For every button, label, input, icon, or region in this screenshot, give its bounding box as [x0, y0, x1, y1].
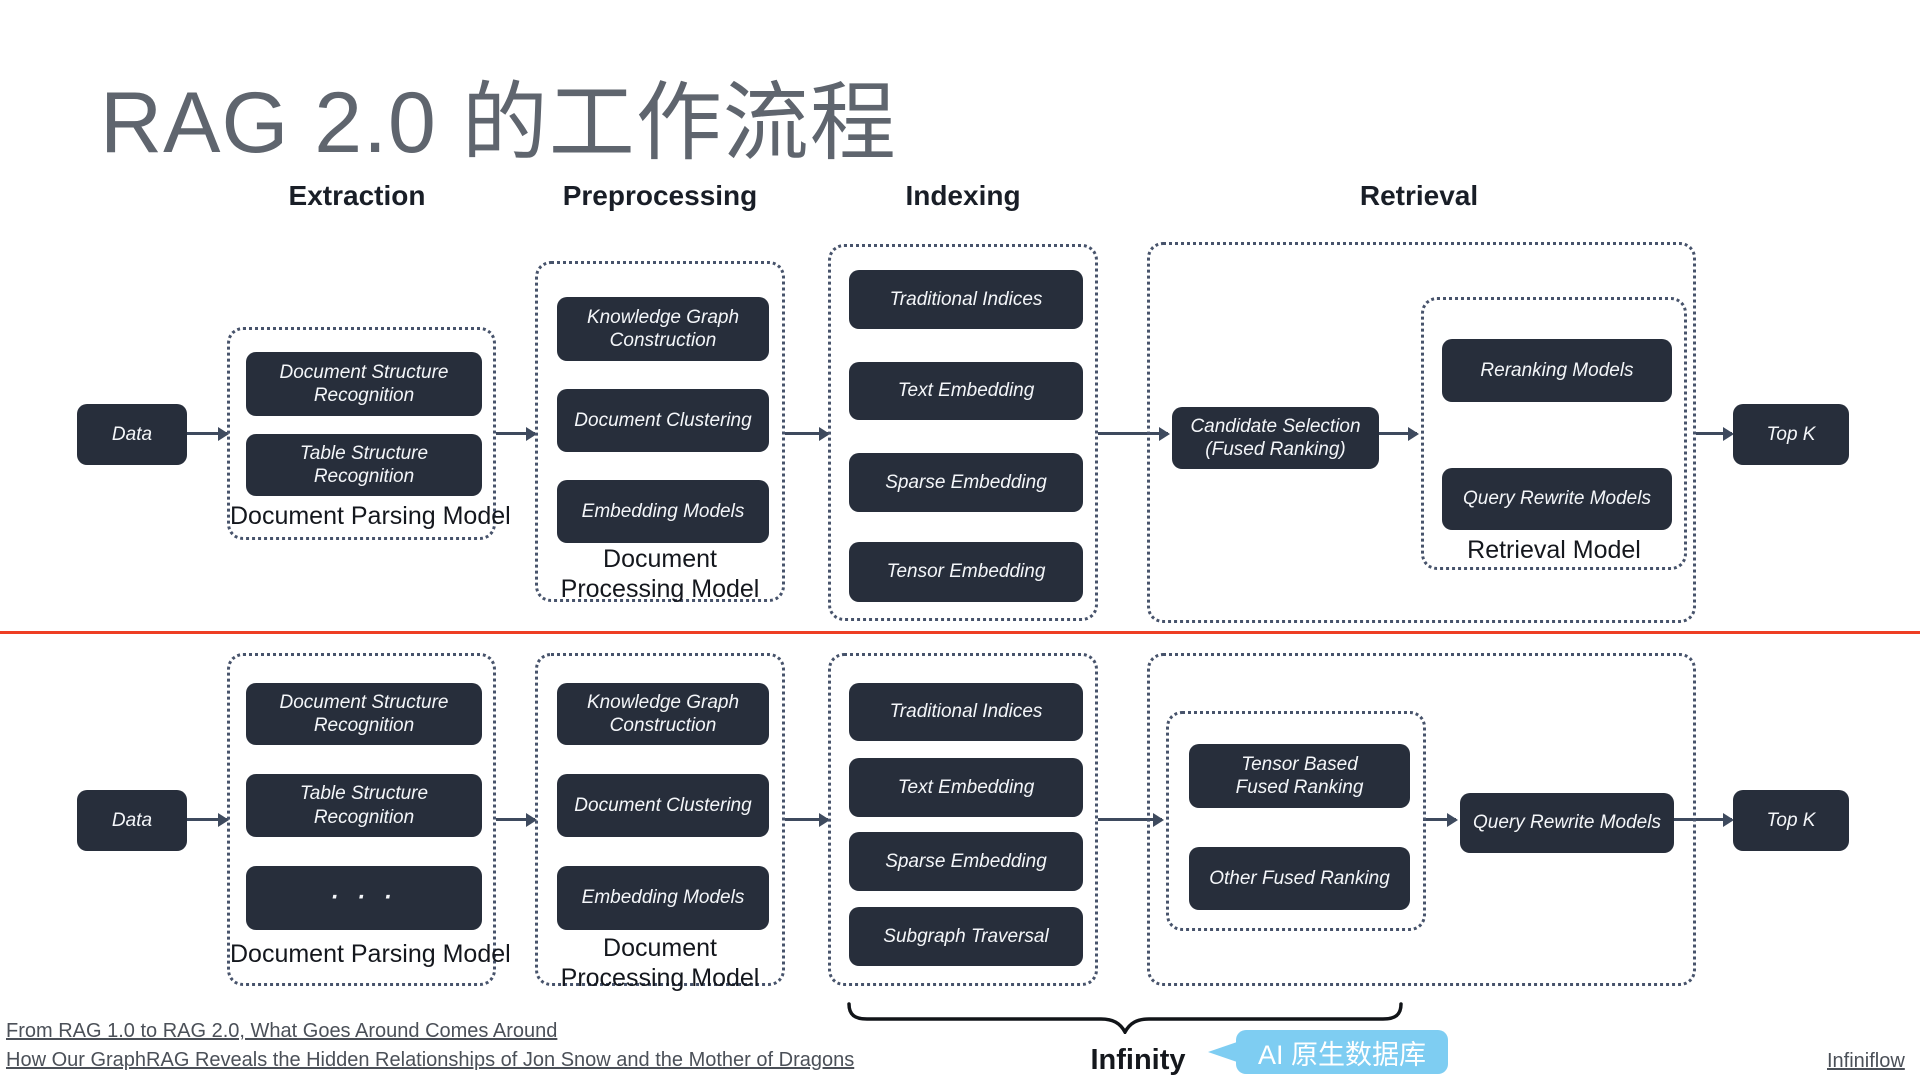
- column-header-retrieval: Retrieval: [1359, 180, 1479, 211]
- index-box: Text Embedding: [849, 362, 1083, 420]
- retrieval-model-group: Reranking Models Query Rewrite Models Re…: [1421, 297, 1687, 570]
- retrieval-box: Query Rewrite Models: [1442, 468, 1672, 530]
- top-document-parsing-group: Document Structure Recognition Table Str…: [227, 327, 511, 540]
- flow-arrow: [1423, 812, 1458, 827]
- group-caption: Retrieval Model: [1467, 536, 1641, 564]
- fused-ranking-group: Tensor Based Fused Ranking Other Fused R…: [1166, 711, 1426, 931]
- flow-arrow: [1696, 426, 1734, 441]
- badge-pointer-icon: [1208, 1041, 1240, 1063]
- group-caption: Document Processing Model: [560, 934, 760, 992]
- process-box: Document Clustering: [557, 774, 769, 837]
- retrieval-box: Reranking Models: [1442, 339, 1672, 402]
- process-box: Document Clustering: [557, 389, 769, 452]
- bottom-document-parsing-group: Document Structure Recognition Table Str…: [227, 653, 511, 986]
- footer-link-graphrag[interactable]: How Our GraphRAG Reveals the Hidden Rela…: [6, 1049, 855, 1071]
- index-box: Sparse Embedding: [849, 832, 1083, 891]
- ai-native-db-badge: AI 原生数据库: [1236, 1030, 1448, 1074]
- index-box: Text Embedding: [849, 758, 1083, 817]
- infinity-label: Infinity: [1090, 1044, 1186, 1076]
- candidate-selection-box: Candidate Selection (Fused Ranking): [1172, 407, 1379, 469]
- retrieval-box: Tensor Based Fused Ranking: [1189, 744, 1410, 808]
- column-header-indexing: Indexing: [905, 180, 1021, 211]
- process-box: Document Structure Recognition: [246, 352, 482, 416]
- process-box: Document Structure Recognition: [246, 683, 482, 745]
- query-rewrite-box: Query Rewrite Models: [1460, 793, 1674, 853]
- group-caption: Document Processing Model: [560, 545, 760, 603]
- column-header-preprocessing: Preprocessing: [562, 180, 758, 211]
- index-box: Subgraph Traversal: [849, 907, 1083, 966]
- index-box: Traditional Indices: [849, 683, 1083, 741]
- infiniflow-link[interactable]: Infiniflow: [1827, 1050, 1905, 1072]
- bottom-document-processing-group: Knowledge Graph Construction Document Cl…: [535, 653, 785, 992]
- underbrace: [847, 1002, 1403, 1034]
- flow-arrow: [1098, 426, 1170, 441]
- data-box-top: Data: [77, 404, 187, 465]
- process-box: Embedding Models: [557, 480, 769, 543]
- top-retrieval-group: Candidate Selection (Fused Ranking) Rera…: [1147, 242, 1696, 623]
- flow-arrow: [785, 426, 830, 441]
- ellipsis-box: · · ·: [246, 866, 482, 930]
- flow-arrow: [187, 812, 229, 827]
- flow-arrow: [496, 812, 537, 827]
- page-title: RAG 2.0 的工作流程: [100, 75, 897, 171]
- bottom-retrieval-group: Tensor Based Fused Ranking Other Fused R…: [1147, 653, 1696, 986]
- process-box: Table Structure Recognition: [246, 774, 482, 837]
- flow-arrow: [1098, 812, 1164, 827]
- topk-box-top: Top K: [1733, 404, 1849, 465]
- process-box: Table Structure Recognition: [246, 434, 482, 496]
- retrieval-box: Other Fused Ranking: [1189, 847, 1410, 910]
- top-document-processing-group: Knowledge Graph Construction Document Cl…: [535, 261, 785, 603]
- flow-arrow: [1671, 812, 1734, 827]
- process-box: Knowledge Graph Construction: [557, 297, 769, 361]
- flow-arrow: [1376, 426, 1419, 441]
- flow-arrow: [187, 426, 229, 441]
- group-caption: Document Parsing Model: [230, 940, 511, 968]
- topk-box-bottom: Top K: [1733, 790, 1849, 851]
- column-header-extraction: Extraction: [288, 180, 426, 211]
- index-box: Traditional Indices: [849, 270, 1083, 329]
- process-box: Embedding Models: [557, 866, 769, 930]
- index-box: Tensor Embedding: [849, 542, 1083, 602]
- data-box-bottom: Data: [77, 790, 187, 851]
- footer-link-rag[interactable]: From RAG 1.0 to RAG 2.0, What Goes Aroun…: [6, 1020, 558, 1042]
- bottom-indexing-group: Traditional Indices Text Embedding Spars…: [828, 653, 1098, 986]
- top-indexing-group: Traditional Indices Text Embedding Spars…: [828, 244, 1098, 621]
- flow-arrow: [496, 426, 537, 441]
- group-caption: Document Parsing Model: [230, 502, 511, 530]
- red-divider-line: [0, 631, 1920, 634]
- index-box: Sparse Embedding: [849, 453, 1083, 512]
- process-box: Knowledge Graph Construction: [557, 683, 769, 745]
- flow-arrow: [785, 812, 830, 827]
